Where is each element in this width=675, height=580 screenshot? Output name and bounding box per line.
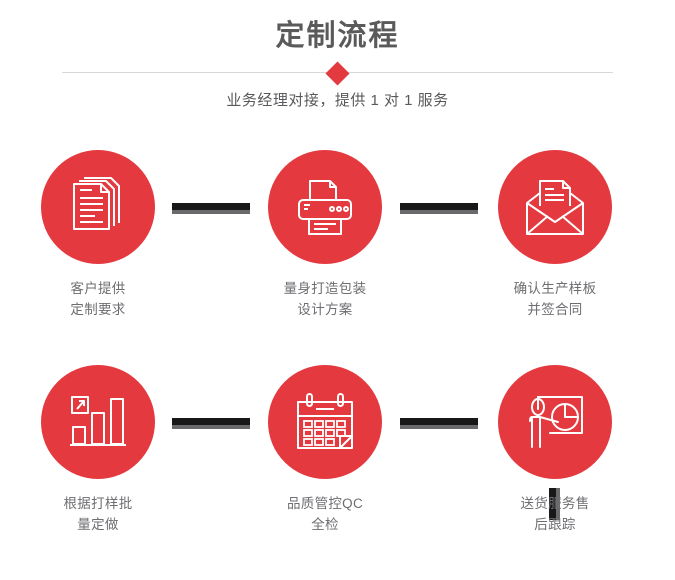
page-title: 定制流程 — [275, 20, 400, 52]
connector-shadow — [172, 425, 250, 429]
calendar-icon — [297, 393, 353, 449]
connector-bar — [172, 418, 250, 425]
step-4-circle — [41, 365, 155, 479]
envelope-letter-icon — [526, 180, 584, 235]
connector-horizontal-3 — [172, 418, 250, 429]
connector-shadow — [400, 210, 478, 214]
step-1-label: 客户提供 定制要求 — [70, 281, 126, 317]
step-2-label: 量身打造包装 设计方案 — [283, 281, 367, 317]
flow-step-6[interactable]: 送货服务售 后跟踪 — [475, 365, 635, 535]
page-subtitle: 业务经理对接，提供 1 对 1 服务 — [226, 92, 449, 109]
connector-bar — [400, 418, 478, 425]
step-2-circle — [268, 150, 382, 264]
step-5-label: 品质管控QC 全检 — [286, 496, 364, 532]
diamond-icon — [325, 60, 350, 86]
connector-shadow — [172, 210, 250, 214]
step-4-label: 根据打样批 量定做 — [63, 496, 133, 532]
flow-step-1[interactable]: 客户提供 定制要求 — [18, 150, 178, 320]
connector-horizontal-1 — [172, 203, 250, 214]
presenter-chart-icon — [529, 396, 583, 448]
page-header: 定制流程 业务经理对接，提供 1 对 1 服务 — [0, 0, 675, 130]
flow-step-4[interactable]: 根据打样批 量定做 — [18, 365, 178, 535]
flow-step-2[interactable]: 量身打造包装 设计方案 — [245, 150, 405, 320]
flow-step-5[interactable]: 品质管控QC 全检 — [245, 365, 405, 535]
step-6-label: 送货服务售 后跟踪 — [520, 496, 590, 532]
connector-horizontal-4 — [400, 418, 478, 429]
title-divider — [62, 60, 613, 86]
connector-bar — [172, 203, 250, 210]
connector-bar — [400, 203, 478, 210]
step-5-circle — [268, 365, 382, 479]
step-6-circle — [498, 365, 612, 479]
flow-row-bottom: 根据打样批 量定做 — [0, 365, 675, 580]
connector-shadow — [556, 488, 560, 520]
bar-chart-growth-icon — [70, 396, 126, 446]
flow-step-3[interactable]: 确认生产样板 并签合同 — [475, 150, 635, 320]
connector-horizontal-2 — [400, 203, 478, 214]
printer-icon — [298, 180, 352, 235]
connector-vertical-1 — [549, 488, 560, 520]
connector-bar — [549, 488, 556, 520]
documents-stack-icon — [73, 177, 120, 230]
step-3-circle — [498, 150, 612, 264]
step-1-circle — [41, 150, 155, 264]
connector-shadow — [400, 425, 478, 429]
step-3-label: 确认生产样板 并签合同 — [513, 281, 597, 317]
flow-row-top: 客户提供 定制要求 — [0, 150, 675, 365]
process-flow: 客户提供 定制要求 — [0, 150, 675, 580]
